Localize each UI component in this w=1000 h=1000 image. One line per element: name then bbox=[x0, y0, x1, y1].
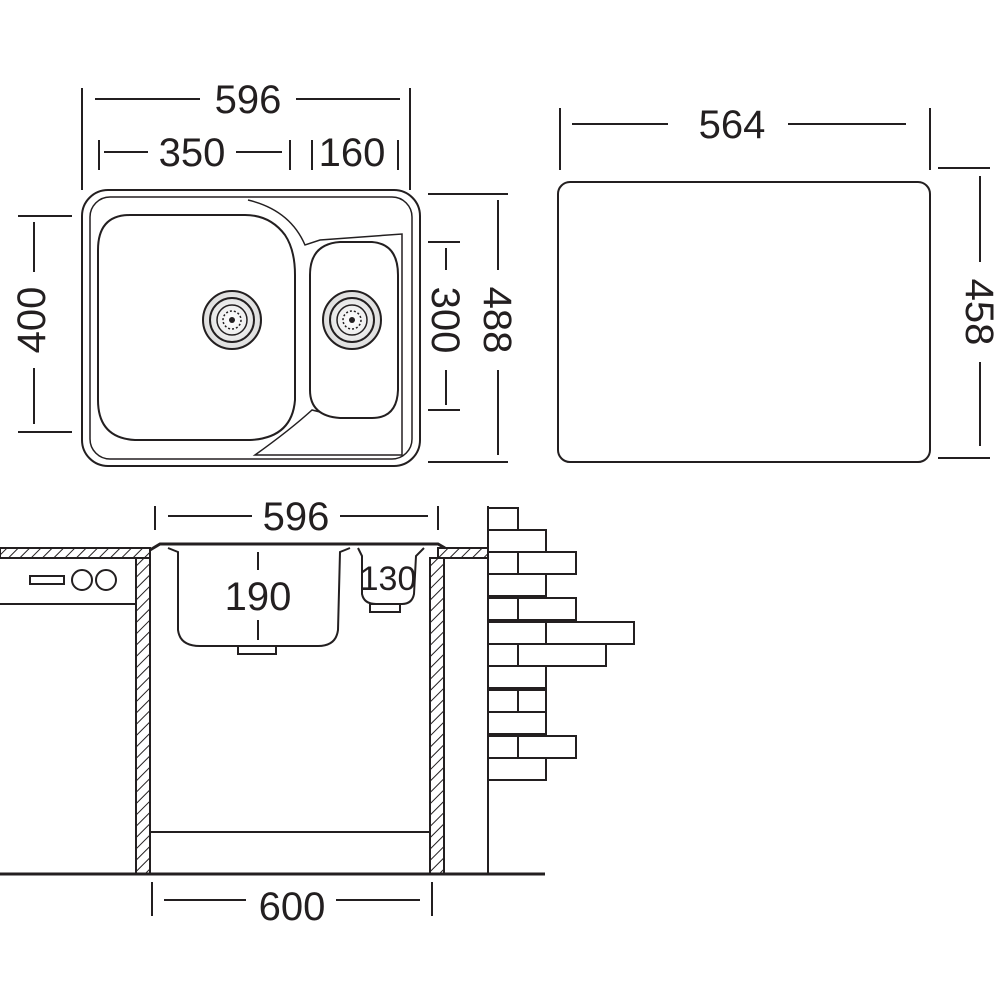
control-slot-icon bbox=[29, 575, 65, 585]
depth-inner-label: 400 bbox=[10, 287, 54, 354]
cutout-width-label: 564 bbox=[699, 103, 766, 147]
main-bowl-width-label: 350 bbox=[159, 131, 226, 175]
brick-wall bbox=[487, 506, 635, 874]
dim-main-bowl-width: 350 bbox=[98, 131, 291, 175]
top-view: 596 350 160 bbox=[10, 78, 519, 467]
countertop-left bbox=[0, 547, 151, 605]
small-drain-outlet-icon bbox=[369, 603, 401, 613]
main-bowl-depth-label: 190 bbox=[225, 575, 292, 619]
dim-small-bowl-depth: 300 bbox=[423, 241, 467, 411]
small-bowl-depth-label: 130 bbox=[360, 560, 417, 598]
dim-depth-inner: 400 bbox=[10, 215, 72, 433]
cutout-view: 564 458 bbox=[557, 103, 1000, 463]
main-bowl bbox=[97, 214, 296, 441]
dim-cutout-width: 564 bbox=[559, 103, 931, 170]
main-drain-outlet-icon bbox=[237, 645, 277, 655]
cabinet-width-label: 600 bbox=[259, 885, 326, 929]
control-knob-icon bbox=[95, 569, 117, 591]
small-bowl-depth-label: 300 bbox=[423, 287, 467, 354]
dim-cutout-depth: 458 bbox=[938, 167, 1000, 459]
dim-overall-depth: 488 bbox=[428, 193, 519, 463]
cabinet-wall-left bbox=[135, 557, 151, 875]
main-drain-icon bbox=[202, 290, 262, 350]
section-view: 596 190 130 bbox=[0, 495, 635, 929]
dim-cabinet-width: 600 bbox=[151, 882, 433, 929]
sink-section-profile bbox=[149, 542, 446, 655]
sink-top-outline bbox=[81, 189, 421, 467]
countertop-right bbox=[437, 547, 489, 559]
small-bowl bbox=[309, 241, 399, 419]
overall-depth-label: 488 bbox=[475, 287, 519, 354]
overall-width-label: 596 bbox=[215, 78, 282, 122]
cutout-outline bbox=[557, 181, 931, 463]
cabinet-wall-right bbox=[429, 557, 445, 875]
dim-small-bowl-width: 160 bbox=[311, 131, 399, 175]
dim-overall-width: 596 bbox=[81, 78, 411, 190]
small-drain-icon bbox=[322, 290, 382, 350]
small-bowl-width-label: 160 bbox=[319, 131, 386, 175]
dim-section-sink-width: 596 bbox=[154, 495, 439, 539]
control-knob-icon bbox=[71, 569, 93, 591]
cutout-depth-label: 458 bbox=[957, 279, 1000, 346]
section-sink-width-label: 596 bbox=[263, 495, 330, 539]
